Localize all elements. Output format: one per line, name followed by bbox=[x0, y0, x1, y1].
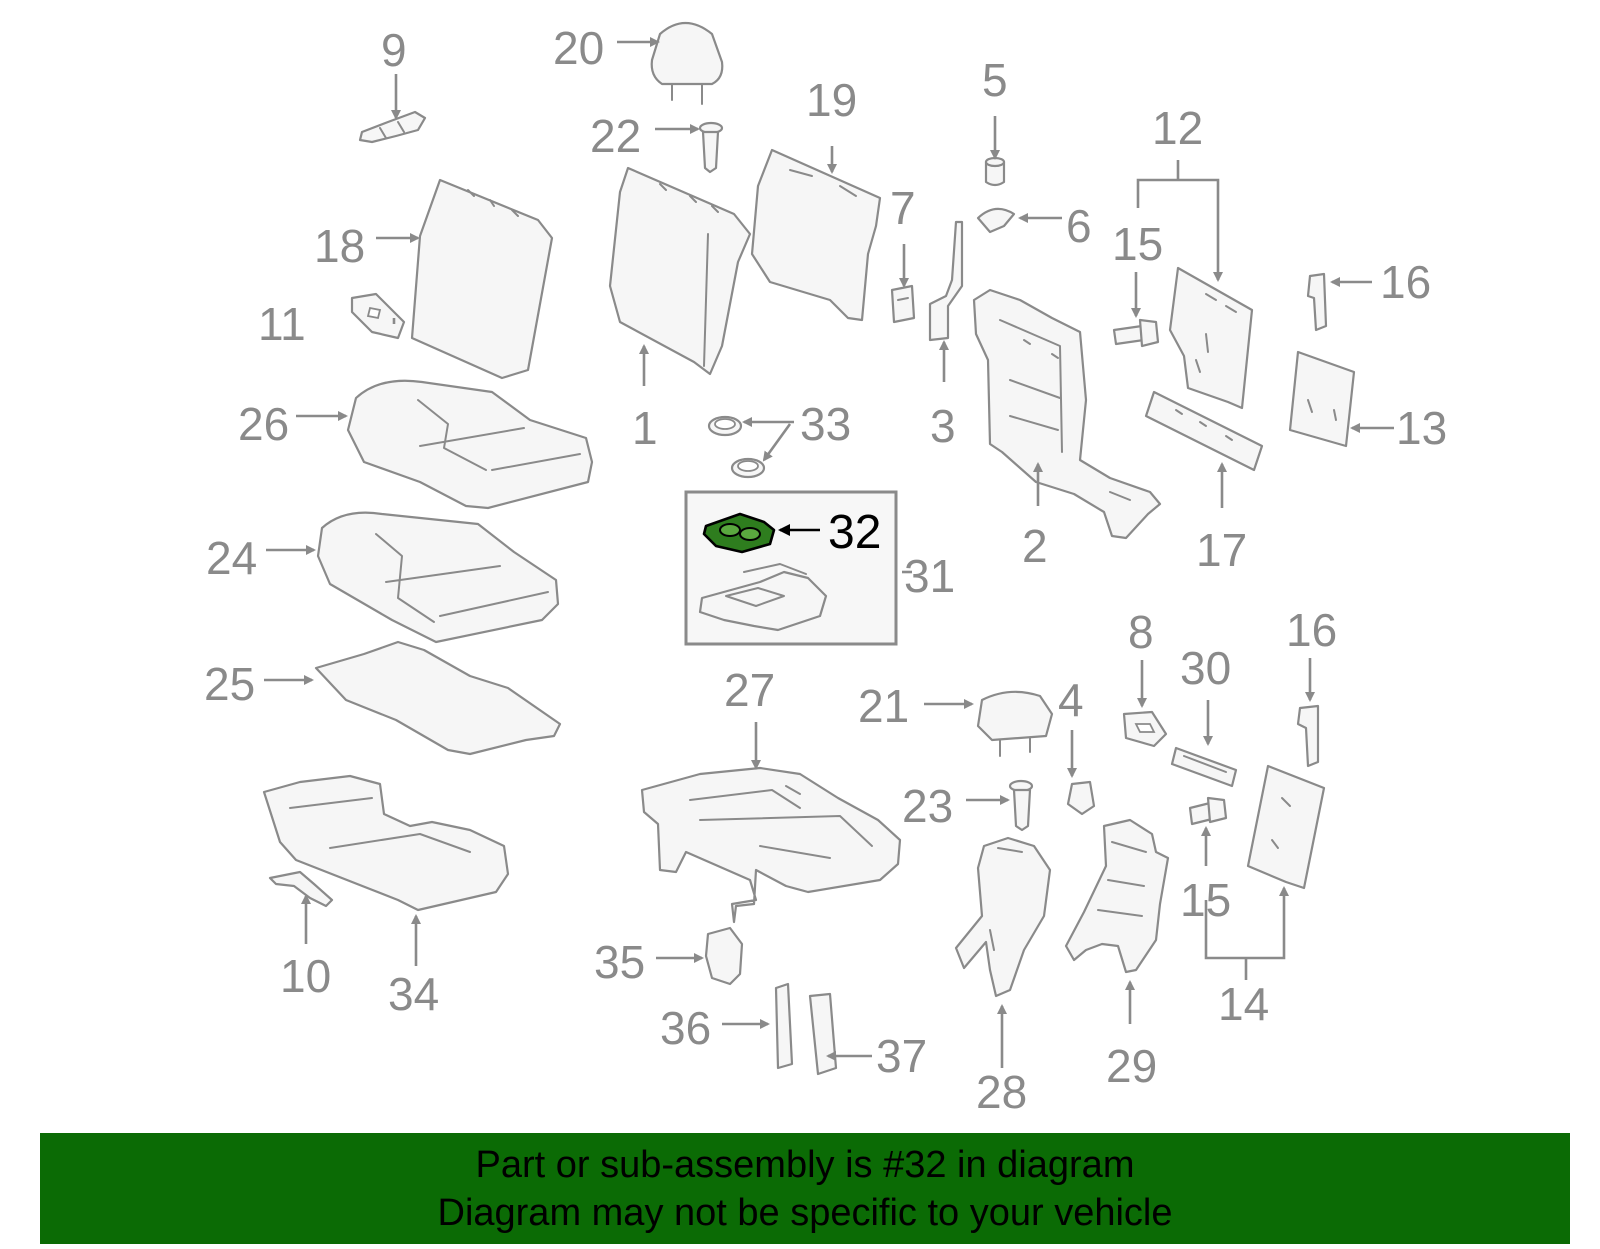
callout-30: 30 bbox=[1180, 642, 1231, 694]
callout-4: 4 bbox=[1058, 674, 1084, 726]
callout-numbers: 9 20 22 19 18 11 1 7 5 6 3 2 15 12 16 13… bbox=[204, 22, 1447, 1118]
part-35-end-cap bbox=[704, 926, 744, 986]
part-26-cushion-cover bbox=[346, 379, 594, 510]
part-30-trim bbox=[1170, 746, 1238, 788]
part-15-bolt-upper bbox=[1112, 318, 1160, 348]
part-24-cushion-pad bbox=[316, 511, 560, 644]
part-25-seat-sheet bbox=[314, 640, 562, 756]
part-1-seatback bbox=[608, 166, 752, 376]
part-27-armrest-base bbox=[640, 766, 902, 924]
callout-24: 24 bbox=[206, 532, 257, 584]
callout-28: 28 bbox=[976, 1066, 1027, 1118]
callout-8: 8 bbox=[1128, 606, 1154, 658]
part-15-bolt-lower bbox=[1188, 796, 1228, 826]
part-8-clip bbox=[1122, 710, 1168, 748]
caption-banner: Part or sub-assembly is #32 in diagram D… bbox=[40, 1133, 1570, 1244]
callout-23: 23 bbox=[902, 780, 953, 832]
callout-26: 26 bbox=[238, 398, 289, 450]
part-17-rail bbox=[1144, 390, 1264, 472]
callout-16-upper: 16 bbox=[1380, 256, 1431, 308]
callout-31: 31 bbox=[904, 550, 955, 602]
callout-21: 21 bbox=[858, 680, 909, 732]
callout-32-highlighted: 32 bbox=[828, 506, 881, 559]
callout-7: 7 bbox=[890, 182, 916, 234]
part-10-bracket bbox=[268, 870, 334, 908]
callout-18: 18 bbox=[314, 220, 365, 272]
callout-17: 17 bbox=[1196, 524, 1247, 576]
caption-line-2: Diagram may not be specific to your vehi… bbox=[437, 1191, 1173, 1234]
part-32-cup-holder-mat bbox=[702, 512, 776, 554]
callout-19: 19 bbox=[806, 74, 857, 126]
callout-15-upper: 15 bbox=[1112, 218, 1163, 270]
callout-15-lower: 15 bbox=[1180, 874, 1231, 926]
part-16-clip-upper bbox=[1306, 272, 1328, 332]
part-22-headrest-guide bbox=[698, 121, 724, 174]
part-19-back-panel bbox=[750, 148, 882, 322]
callout-16-lower: 16 bbox=[1286, 604, 1337, 656]
callout-13: 13 bbox=[1396, 402, 1447, 454]
callout-25: 25 bbox=[204, 658, 255, 710]
part-23-pin bbox=[1008, 779, 1034, 832]
callout-35: 35 bbox=[594, 936, 645, 988]
callout-36: 36 bbox=[660, 1002, 711, 1054]
part-31-armrest-box bbox=[684, 490, 898, 646]
part-20-headrest bbox=[650, 21, 724, 105]
part-11-bracket bbox=[350, 292, 406, 340]
callout-14: 14 bbox=[1218, 978, 1269, 1030]
callout-10: 10 bbox=[280, 950, 331, 1002]
callout-33: 33 bbox=[800, 398, 851, 450]
part-29-hinge-bracket bbox=[1064, 818, 1170, 974]
callout-12: 12 bbox=[1152, 102, 1203, 154]
callout-27: 27 bbox=[724, 664, 775, 716]
callout-29: 29 bbox=[1106, 1040, 1157, 1092]
callout-22: 22 bbox=[590, 110, 641, 162]
caption-line-1: Part or sub-assembly is #32 in diagram bbox=[475, 1143, 1135, 1186]
part-28-armrest-bracket bbox=[954, 836, 1052, 998]
callout-37: 37 bbox=[876, 1030, 927, 1082]
part-4-clip bbox=[1066, 780, 1096, 816]
part-36-trim-strip bbox=[774, 982, 794, 1070]
part-5-pin bbox=[984, 156, 1006, 187]
part-7-clip bbox=[890, 284, 916, 324]
part-33-cup-insert-upper bbox=[707, 415, 743, 437]
callout-34: 34 bbox=[388, 968, 439, 1020]
part-3-latch bbox=[928, 220, 964, 342]
callout-2: 2 bbox=[1022, 520, 1048, 572]
callout-20: 20 bbox=[553, 22, 604, 74]
part-13-panel bbox=[1288, 350, 1356, 448]
leader-lines bbox=[264, 37, 1394, 1068]
part-21-armrest-pad bbox=[976, 690, 1054, 757]
part-6-cap bbox=[976, 207, 1016, 234]
part-37-trim-strip bbox=[808, 992, 838, 1076]
part-16-clip-lower bbox=[1296, 704, 1320, 768]
callout-3: 3 bbox=[930, 400, 956, 452]
callout-11: 11 bbox=[258, 298, 306, 350]
callout-6: 6 bbox=[1066, 200, 1092, 252]
callout-1: 1 bbox=[632, 402, 658, 454]
part-14-panel bbox=[1246, 764, 1326, 890]
part-18-seatback-cover bbox=[410, 178, 554, 380]
part-9-bracket bbox=[358, 110, 427, 144]
part-33-cup-insert-lower bbox=[730, 457, 766, 479]
part-2-seat-frame bbox=[972, 288, 1162, 540]
part-34-seat-pan bbox=[262, 774, 510, 912]
part-12-back-plate bbox=[1168, 266, 1254, 410]
callout-9: 9 bbox=[381, 24, 407, 76]
callout-5: 5 bbox=[982, 54, 1008, 106]
